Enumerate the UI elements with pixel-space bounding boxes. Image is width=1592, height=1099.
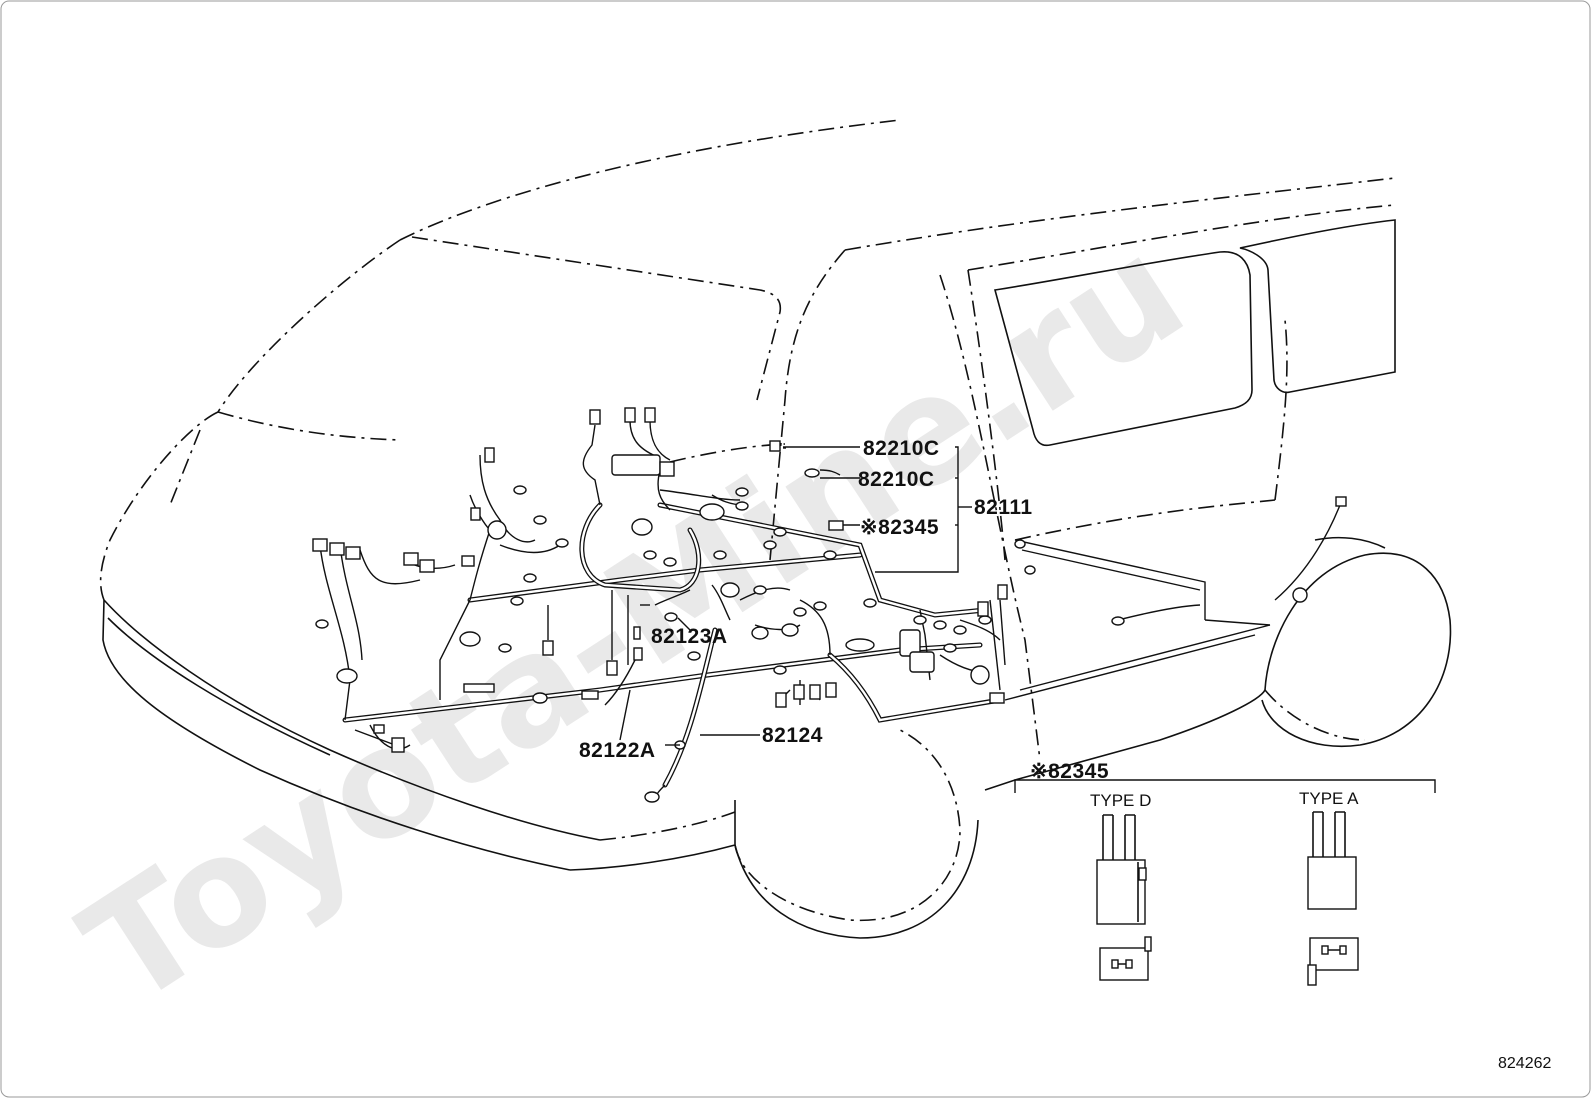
figure-number: 824262 [1498,1055,1551,1072]
type-d-label: TYPE D [1090,791,1151,810]
callout-82124: 82124 [762,724,823,747]
callout-82122a: 82122A [579,739,656,762]
harness-connectors [312,407,1036,803]
callout-82345-star: ※82345 [860,516,939,539]
callouts: 82210C 82210C 82111 ※82345 82123A 82122A… [579,437,1033,762]
callout-leaders [619,446,972,746]
side-windows [993,219,1396,447]
detail-82345-inset: ※82345 TYPE D TYPE A [1014,760,1436,986]
type-a-relay [1307,811,1357,910]
callout-82123a: 82123A [651,625,728,648]
type-d-relay [1096,814,1147,925]
callout-82210c-upper: 82210C [863,437,940,460]
van-body-outline [99,119,1452,939]
detail-title: ※82345 [1030,760,1109,783]
watermark: Toyota-Mine.ru [55,203,1214,1040]
type-d-relay-bottom [1099,936,1152,981]
callout-82210c-lower: 82210C [858,468,935,491]
type-a-label: TYPE A [1299,789,1359,808]
floor-rails [1004,496,1347,701]
branch-wires [319,419,1006,801]
type-a-relay-bottom [1307,937,1359,986]
callout-82111: 82111 [974,496,1033,519]
